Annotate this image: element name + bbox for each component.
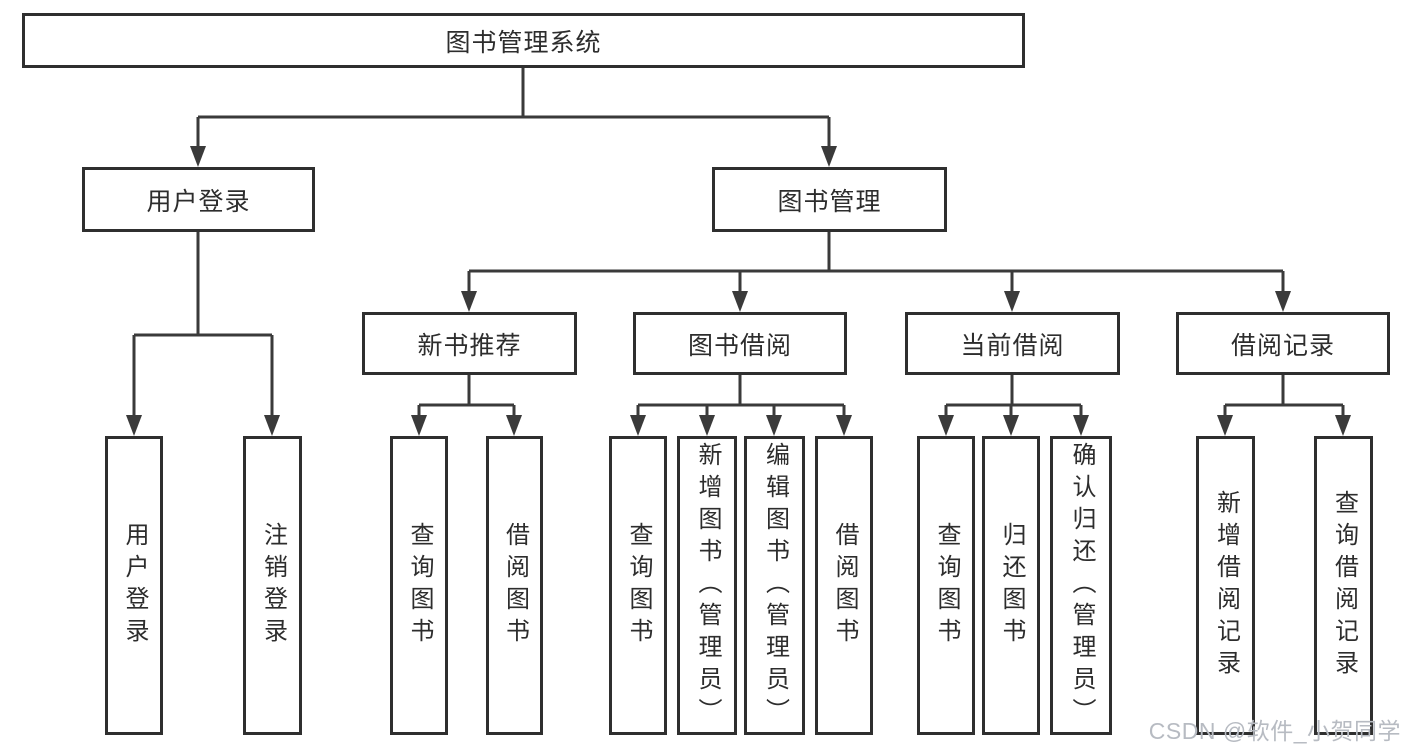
arrowhead-userlogin (190, 146, 206, 167)
node-label: 图书管理 (777, 187, 882, 216)
leaf-borrow-add-books-admin: 新增图书（管理员） (677, 436, 737, 735)
node-book-management: 图书管理 (712, 167, 947, 232)
connector-current-to-leaves (944, 375, 1083, 419)
connector-records-to-leaves (1223, 375, 1345, 419)
arrowhead-recommend-borrow (506, 415, 522, 436)
node-book-borrow: 图书借阅 (633, 312, 847, 375)
node-label: 编辑图书（管理员） (761, 441, 789, 730)
node-label: 查询图书 (406, 521, 433, 650)
leaf-records-query-record: 查询借阅记录 (1314, 436, 1373, 735)
leaf-current-query-books: 查询图书 (917, 436, 975, 735)
arrowhead-bookmgmt (821, 146, 837, 167)
leaf-borrow-query-books: 查询图书 (609, 436, 667, 735)
connector-userlogin-to-leaves (132, 232, 274, 419)
node-label: 新增图书（管理员） (694, 441, 721, 730)
node-label: 图书管理系统 (445, 28, 602, 57)
node-user-login: 用户登录 (82, 167, 315, 232)
node-new-book-recommend: 新书推荐 (362, 312, 577, 375)
leaf-current-return-books: 归还图书 (982, 436, 1040, 735)
connector-root-to-level2 (196, 68, 831, 150)
arrowhead-current (1004, 291, 1020, 312)
node-current-borrow: 当前借阅 (905, 312, 1120, 375)
node-label: 借阅记录 (1230, 331, 1335, 360)
node-label: 归还图书 (998, 521, 1025, 650)
node-label: 注销登录 (259, 521, 287, 650)
node-label: 借阅图书 (831, 521, 858, 650)
watermark: CSDN @软件_小贺同学 (1148, 718, 1401, 744)
leaf-records-add-record: 新增借阅记录 (1196, 436, 1255, 735)
node-label: 用户登录 (121, 521, 148, 650)
arrowhead-recommend-query (411, 415, 427, 436)
node-label: 查询借阅记录 (1330, 489, 1358, 682)
arrowhead-borrow (732, 291, 748, 312)
leaf-recommend-borrow-books: 借阅图书 (486, 436, 543, 735)
node-label: 当前借阅 (960, 331, 1065, 360)
arrowhead-leaf-userlogin (126, 415, 142, 436)
node-borrow-records: 借阅记录 (1176, 312, 1390, 375)
arrowhead-borrow-query (630, 415, 646, 436)
node-label: 查询图书 (625, 521, 652, 650)
connector-borrow-to-leaves (636, 375, 846, 419)
arrowhead-records (1275, 291, 1291, 312)
leaf-borrow-edit-books-admin: 编辑图书（管理员） (744, 436, 805, 735)
connector-recommend-to-leaves (417, 375, 516, 419)
node-label: 新增借阅记录 (1212, 489, 1240, 682)
node-label: 借阅图书 (501, 521, 529, 650)
node-label: 图书借阅 (687, 331, 792, 360)
arrowhead-records-query (1335, 415, 1351, 436)
leaf-recommend-query-books: 查询图书 (390, 436, 448, 735)
arrowhead-current-confirm (1073, 415, 1089, 436)
arrowhead-borrow-borrow (836, 415, 852, 436)
arrowhead-leaf-logout (264, 415, 280, 436)
leaf-borrow-borrow-books: 借阅图书 (815, 436, 873, 735)
connector-bookmgmt-to-level3 (467, 232, 1285, 296)
leaf-user-login: 用户登录 (105, 436, 163, 735)
node-label: 确认归还（管理员） (1068, 441, 1095, 730)
node-label: 查询图书 (933, 521, 960, 650)
arrowhead-borrow-add (699, 415, 715, 436)
leaf-current-confirm-return-admin: 确认归还（管理员） (1050, 436, 1112, 735)
arrowhead-recommend (461, 291, 477, 312)
node-label: 新书推荐 (417, 331, 522, 360)
arrowhead-records-add (1217, 415, 1233, 436)
node-library-system: 图书管理系统 (22, 13, 1025, 68)
leaf-logout: 注销登录 (243, 436, 302, 735)
arrowhead-current-return (1003, 415, 1019, 436)
arrowhead-current-query (938, 415, 954, 436)
arrowhead-borrow-edit (766, 415, 782, 436)
node-label: 用户登录 (146, 187, 251, 216)
